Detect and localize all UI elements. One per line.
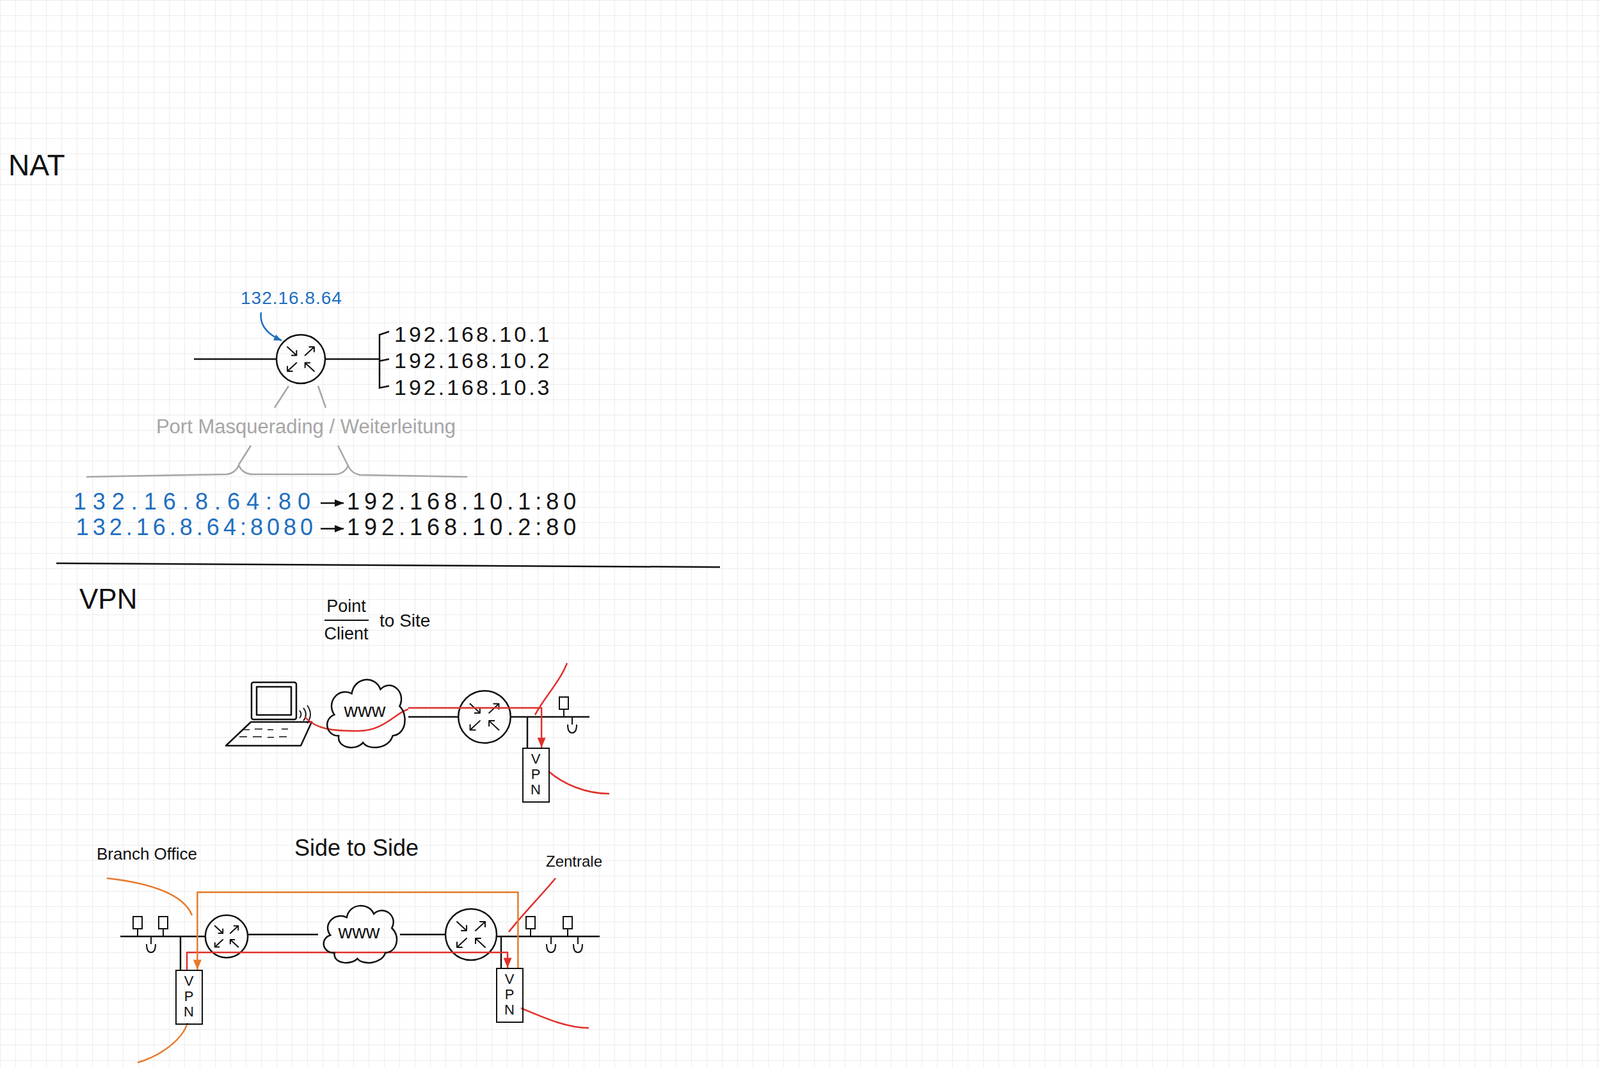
lan-bus (510, 716, 590, 719)
host-bracket (379, 331, 390, 388)
vpn-link (526, 716, 529, 748)
node-text: VPN (502, 971, 517, 1019)
tunnel-red (548, 771, 610, 794)
cloud-outline (323, 905, 397, 963)
router-symbol (276, 334, 326, 384)
private-ip: 192.168.10.3 (394, 375, 553, 400)
private-socket: 192.168.10.1:80 (346, 488, 581, 515)
tunnel-orange (106, 878, 192, 916)
leader-arrow (261, 312, 282, 341)
vpn-gateway: VPN (522, 747, 550, 803)
host-icon (526, 916, 536, 937)
vpn-gateway: VPN (496, 967, 524, 1023)
laptop-icon (225, 682, 312, 746)
fraction-bottom: Client (323, 624, 368, 644)
public-socket: 132.16.8.64:8080 (76, 513, 317, 541)
subheading: Side to Side (294, 834, 419, 861)
host-icon (133, 916, 143, 937)
wan-wire (193, 358, 277, 361)
fraction-top: Point (326, 596, 367, 617)
laptop-keys (239, 728, 288, 738)
public-ip: 132.16.8.64 (240, 288, 343, 309)
section-heading: NAT (8, 148, 66, 183)
router-symbol (205, 915, 248, 958)
host-icon (559, 696, 569, 717)
wan-wire (400, 933, 446, 936)
node-text: www (344, 699, 386, 722)
host-icon (546, 936, 556, 953)
wan-wire (408, 716, 459, 719)
tunnel-red (520, 1008, 589, 1028)
mapping-arrow (320, 502, 344, 505)
tunnel-connector (186, 952, 508, 970)
internet-cloud: www (318, 896, 400, 968)
tunnel-connector (408, 707, 542, 748)
cloud-outline (327, 679, 405, 748)
private-ip: 192.168.10.2 (394, 348, 553, 374)
node-text: VPN (181, 973, 196, 1021)
grey-brace (86, 465, 468, 477)
public-socket: 132.16.8.64:80 (73, 488, 317, 515)
note-text: Port Masquerading / Weiterleitung (156, 415, 456, 439)
private-socket: 192.168.10.2:80 (346, 513, 581, 541)
section-divider (56, 563, 720, 568)
mapping-arrow (320, 528, 344, 530)
host-icon (573, 936, 583, 953)
tunnel-orange (137, 1022, 188, 1063)
lan-wire (325, 358, 380, 361)
section-heading: VPN (79, 583, 137, 616)
vpn-link (179, 936, 182, 970)
router-symbol (458, 690, 511, 744)
internet-cloud: www (321, 668, 409, 753)
site-name: Zentrale (545, 852, 603, 871)
node-text: VPN (528, 751, 543, 799)
host-icon (563, 916, 573, 937)
fraction-bar (324, 619, 369, 621)
site-name: Branch Office (96, 844, 198, 864)
tunnel-red (508, 878, 556, 932)
tunnel-connector (197, 892, 518, 970)
host-icon (567, 716, 577, 733)
host-icon (158, 916, 168, 937)
private-ip: 192.168.10.1 (394, 321, 553, 347)
node-text: www (338, 920, 381, 943)
vpn-gateway: VPN (175, 969, 203, 1025)
laptop-screen (251, 682, 297, 720)
laptop-display (256, 686, 292, 715)
subheading: to Site (379, 610, 431, 632)
laptop-base (225, 721, 312, 746)
lan-bus (496, 935, 600, 938)
host-icon (146, 936, 156, 953)
wan-wire (247, 933, 319, 936)
